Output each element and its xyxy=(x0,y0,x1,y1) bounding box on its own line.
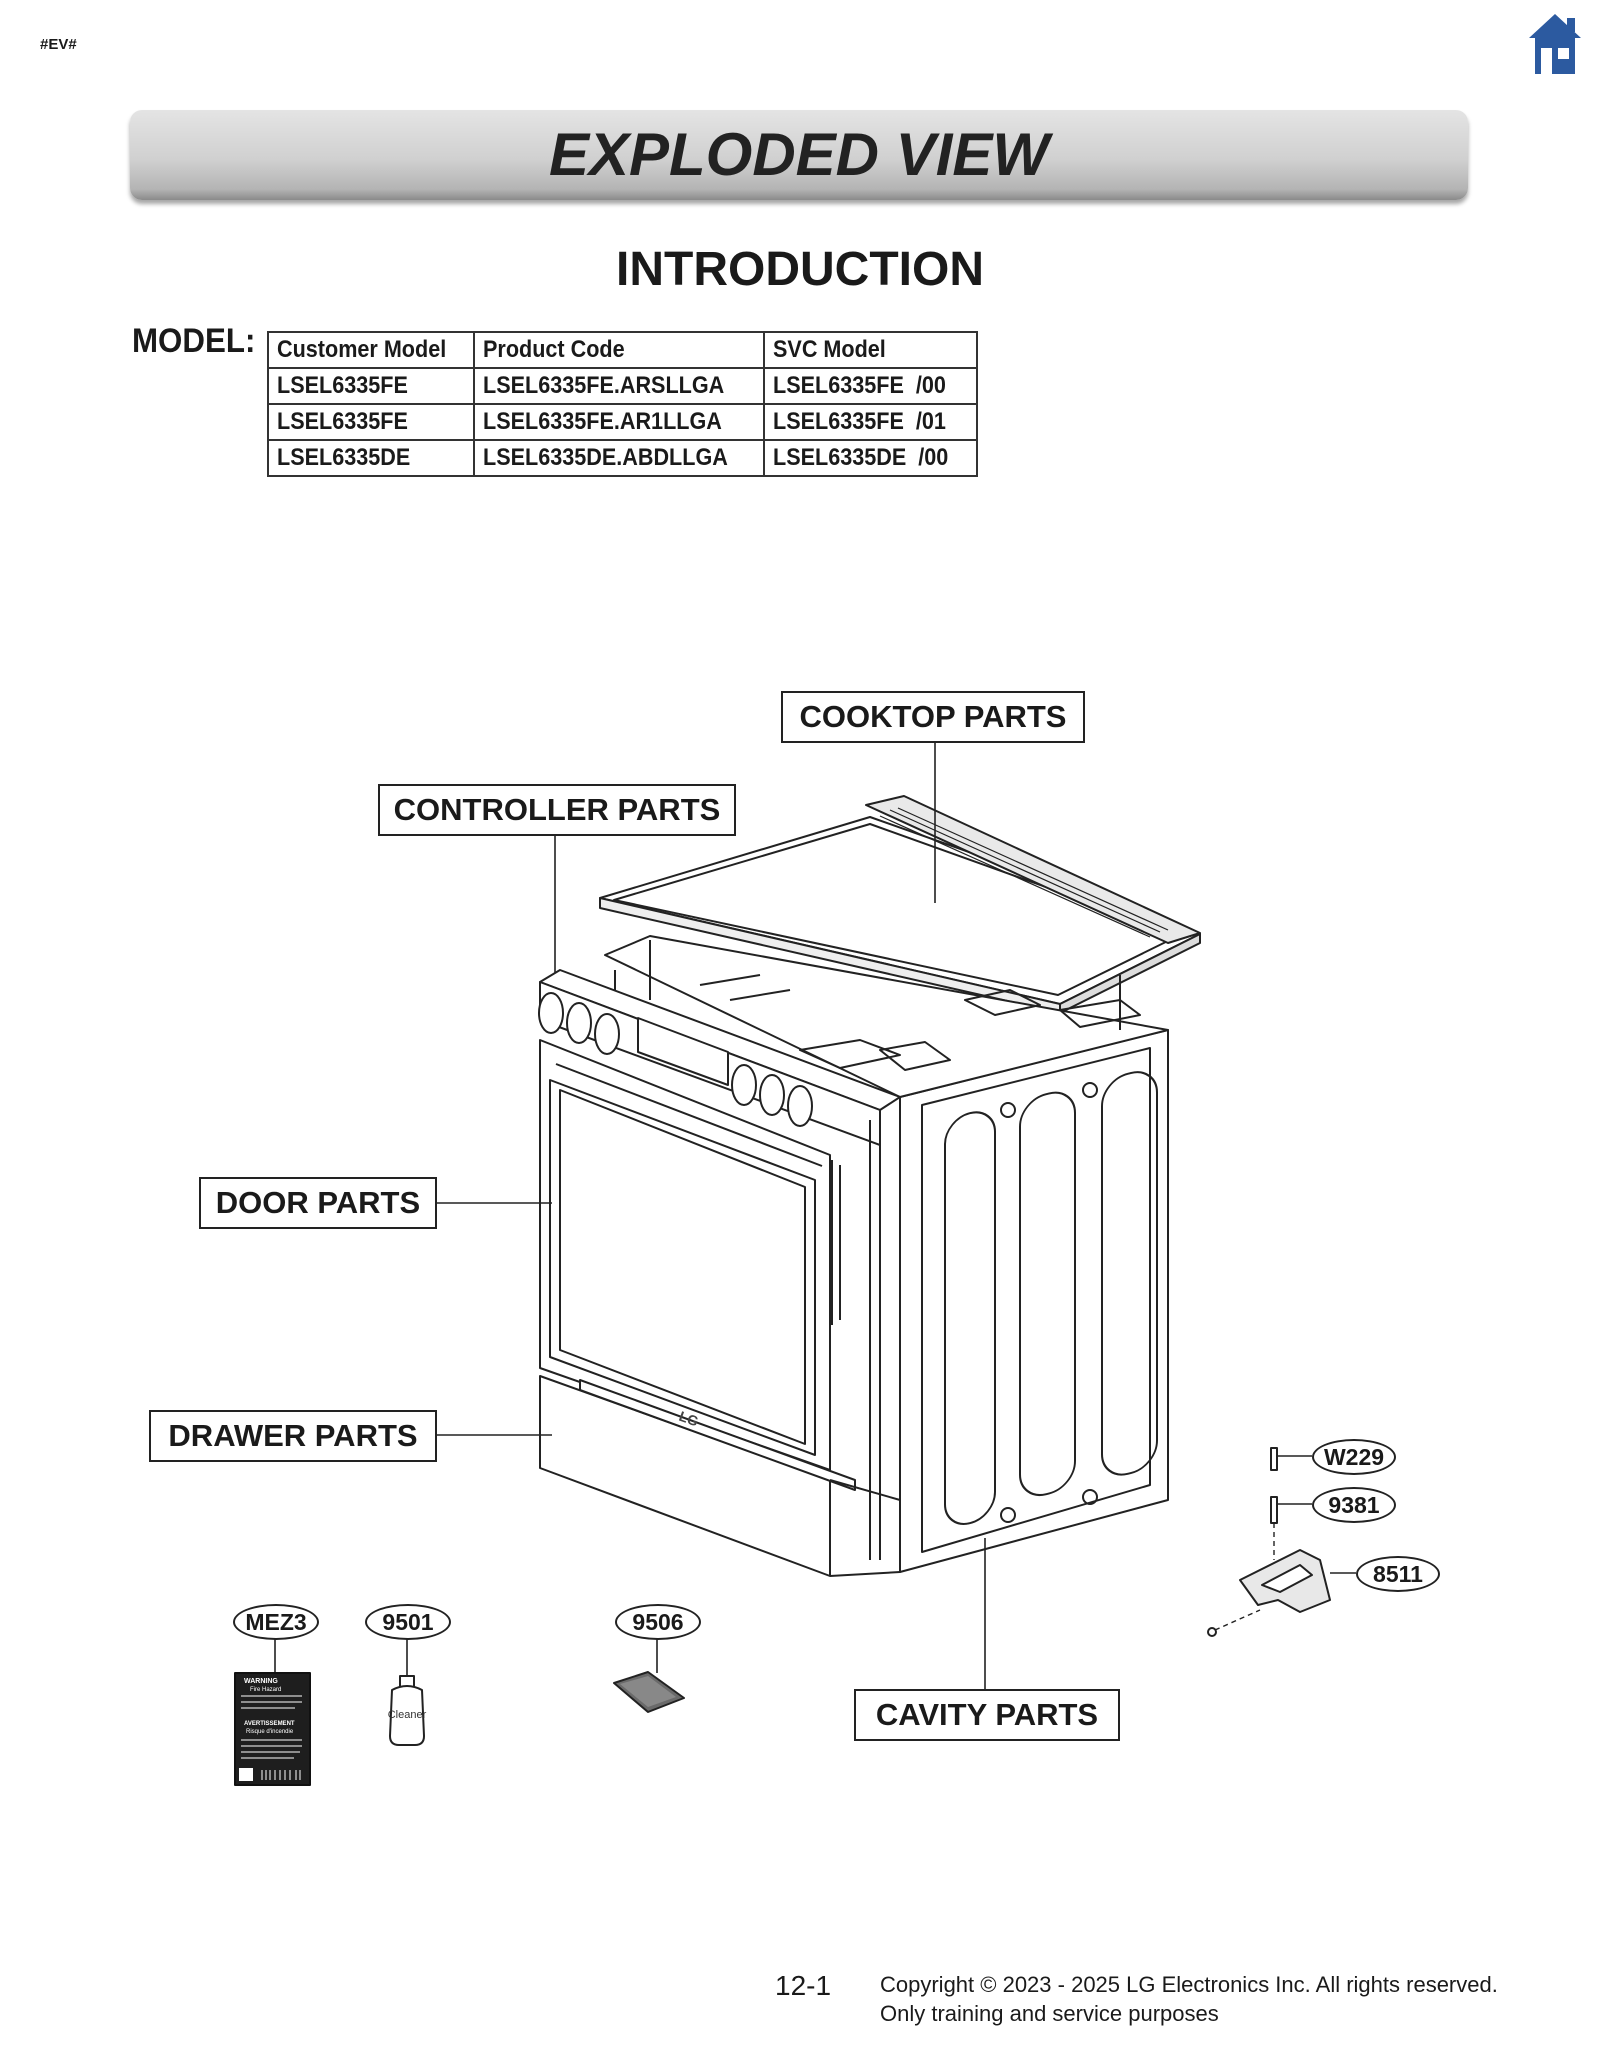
callout-cavity-parts[interactable]: CAVITY PARTS xyxy=(854,1689,1120,1741)
bottle-label: Cleaner xyxy=(388,1709,427,1721)
label-warning-text: WARNING xyxy=(244,1678,278,1685)
part-number-8511[interactable]: 8511 xyxy=(1356,1556,1440,1592)
part-number-mez3[interactable]: MEZ3 xyxy=(233,1604,319,1640)
table-row: LSEL6335DE LSEL6335DE.ABDLLGA LSEL6335DE… xyxy=(266,439,978,477)
table-cell: LSEL6335FE /01 xyxy=(763,403,978,441)
section-title: INTRODUCTION xyxy=(616,243,984,296)
table-cell: LSEL6335DE.ABDLLGA xyxy=(473,439,766,477)
copyright-text: Copyright © 2023 - 2025 LG Electronics I… xyxy=(880,1972,1498,1997)
callout-drawer-parts[interactable]: DRAWER PARTS xyxy=(149,1410,437,1462)
table-row: LSEL6335FE LSEL6335FE.ARSLLGA LSEL6335FE… xyxy=(266,367,978,405)
control-panel xyxy=(538,969,901,1146)
table-header-row: Customer Model Product Code SVC Model xyxy=(266,331,978,369)
anti-tip-hardware xyxy=(1207,1447,1331,1637)
warning-label-mez3: WARNING Fire Hazard AVERTISSEMENT Risque… xyxy=(234,1672,311,1786)
table-row: LSEL6335FE LSEL6335FE.AR1LLGA LSEL6335FE… xyxy=(266,403,978,441)
page-number: 12-1 xyxy=(775,1970,832,2001)
table-cell: LSEL6335FE xyxy=(266,367,476,405)
callout-cooktop-parts[interactable]: COOKTOP PARTS xyxy=(781,691,1085,743)
table-cell: LSEL6335FE.AR1LLGA xyxy=(473,403,766,441)
side-panel xyxy=(899,1029,1169,1573)
cleaner-bottle-9501: Cleaner xyxy=(388,1675,427,1746)
column-header: SVC Model xyxy=(763,331,978,369)
document-tag: #EV# xyxy=(40,36,77,53)
table-cell: LSEL6335DE xyxy=(266,439,476,477)
table-cell: LSEL6335FE /00 xyxy=(763,367,978,405)
title-banner: EXPLODED VIEW xyxy=(130,110,1468,200)
copyright-block: Copyright © 2023 - 2025 LG Electronics I… xyxy=(880,1970,1498,2028)
table-cell: LSEL6335FE.ARSLLGA xyxy=(473,367,766,405)
label-warning-sub: Fire Hazard xyxy=(250,1687,281,1693)
cleaning-pad-9506 xyxy=(613,1671,685,1713)
table-cell: LSEL6335DE /00 xyxy=(763,439,978,477)
callout-door-parts[interactable]: DOOR PARTS xyxy=(199,1177,437,1229)
table-cell: LSEL6335FE xyxy=(266,403,476,441)
model-label: MODEL: xyxy=(132,322,256,360)
usage-note: Only training and service purposes xyxy=(880,2001,1219,2026)
column-header: Customer Model xyxy=(266,331,476,369)
storage-drawer xyxy=(539,1120,901,1577)
callout-controller-parts[interactable]: CONTROLLER PARTS xyxy=(378,784,736,836)
label-avert-text: AVERTISSEMENT xyxy=(244,1721,295,1727)
part-number-9381[interactable]: 9381 xyxy=(1312,1487,1396,1523)
part-number-9501[interactable]: 9501 xyxy=(365,1604,451,1640)
label-avert-sub: Risque d'incendie xyxy=(246,1729,294,1735)
part-number-w229[interactable]: W229 xyxy=(1312,1439,1396,1475)
banner-title: EXPLODED VIEW xyxy=(548,121,1050,188)
lg-logo: LG xyxy=(677,1408,701,1430)
column-header: Product Code xyxy=(473,331,766,369)
model-table: Customer Model Product Code SVC Model LS… xyxy=(266,331,978,477)
home-icon[interactable] xyxy=(1527,12,1583,76)
part-number-9506[interactable]: 9506 xyxy=(615,1604,701,1640)
